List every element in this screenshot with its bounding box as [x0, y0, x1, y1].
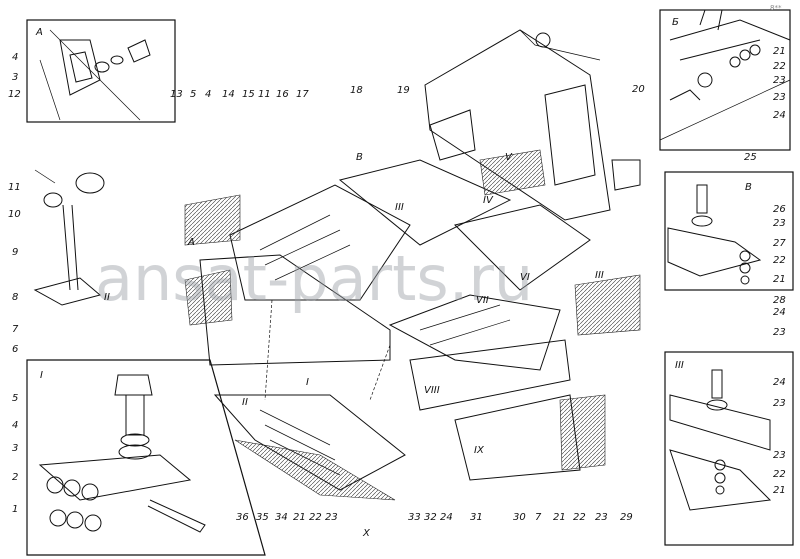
callout-24b: 24	[773, 307, 786, 318]
callout-23g: 23	[325, 512, 338, 523]
callout-1: 1	[12, 504, 18, 515]
marker-iii-right: III	[595, 270, 604, 281]
marker-viii: VIII	[424, 385, 440, 396]
cab-body	[424, 29, 641, 221]
callout-30: 30	[513, 512, 526, 523]
callout-15: 15	[242, 89, 255, 100]
callout-9: 9	[12, 247, 18, 258]
callout-22d: 22	[309, 512, 322, 523]
callout-33: 33	[408, 512, 421, 523]
callout-22c: 22	[773, 469, 786, 480]
callout-20: 20	[632, 84, 645, 95]
callout-6: 6	[12, 344, 18, 355]
callout-4: 4	[12, 52, 18, 63]
callout-19: 19	[397, 85, 410, 96]
inset-view-a: А	[26, 19, 176, 123]
callout-23d: 23	[773, 327, 786, 338]
callout-8: 8	[12, 292, 18, 303]
callout-26: 26	[773, 204, 786, 215]
callout-32: 32	[424, 512, 437, 523]
bottom-tray	[213, 394, 406, 501]
callout-18: 18	[350, 85, 363, 96]
inset-letter-b: Б	[672, 17, 679, 28]
callout-14: 14	[222, 89, 235, 100]
callout-23e: 23	[773, 398, 786, 409]
inset-view-i: I	[26, 359, 266, 556]
callout-11b: 11	[258, 89, 271, 100]
callout-21e: 21	[553, 512, 566, 523]
callout-22e: 22	[573, 512, 586, 523]
marker-vii: VII	[476, 295, 489, 306]
callout-24c: 24	[773, 377, 786, 388]
callout-5b: 5	[12, 393, 18, 404]
side-panels	[184, 149, 641, 471]
callout-4c: 4	[12, 420, 18, 431]
corner-stamp: 8**	[770, 4, 782, 12]
callout-17: 17	[296, 89, 309, 100]
callout-21b: 21	[773, 274, 786, 285]
callout-28: 28	[773, 295, 786, 306]
marker-vi: VI	[520, 272, 530, 283]
callout-5: 5	[190, 89, 196, 100]
marker-i: I	[306, 377, 309, 388]
inset-letter-iii: III	[675, 360, 684, 371]
marker-v: В	[356, 152, 363, 163]
callout-27: 27	[773, 238, 786, 249]
callout-23a: 23	[773, 75, 786, 86]
callout-21c: 21	[773, 485, 786, 496]
callout-3: 3	[12, 72, 18, 83]
marker-a: А	[187, 237, 195, 248]
hood-panels	[229, 159, 591, 371]
callout-23b: 23	[773, 92, 786, 103]
callout-23c: 23	[773, 218, 786, 229]
view-markers: А В II I II III III IV V VI VII VIII IX …	[104, 152, 604, 539]
callout-22b: 22	[773, 255, 786, 266]
callout-2: 2	[12, 472, 18, 483]
callout-4b: 4	[205, 89, 211, 100]
handle-screw-assembly	[33, 169, 105, 306]
callout-11: 11	[8, 182, 21, 193]
callout-labels: 4 3 12 13 11 10 9 8 7 6 5 4 14 15 11 16 …	[8, 46, 786, 523]
callout-24a: 24	[773, 110, 786, 121]
inset-view-v: В	[664, 171, 794, 291]
callout-29: 29	[620, 512, 633, 523]
inset-view-iii: III	[664, 351, 794, 546]
callout-25: 25	[744, 152, 757, 163]
callout-21a: 21	[773, 46, 786, 57]
marker-ii-left: II	[104, 292, 110, 303]
callout-34: 34	[275, 512, 288, 523]
callout-21d: 21	[293, 512, 306, 523]
callout-35: 35	[256, 512, 269, 523]
callout-13: 13	[170, 89, 183, 100]
marker-v-cab: V	[505, 152, 513, 163]
callout-7b: 7	[535, 512, 542, 523]
callout-7: 7	[12, 324, 19, 335]
callout-12: 12	[8, 89, 21, 100]
callout-23f: 23	[773, 450, 786, 461]
callout-3b: 3	[12, 443, 18, 454]
callout-16: 16	[276, 89, 289, 100]
marker-x: X	[362, 528, 371, 539]
callout-36: 36	[236, 512, 249, 523]
marker-ii: II	[242, 397, 248, 408]
chains	[264, 299, 391, 401]
callout-31: 31	[470, 512, 483, 523]
inset-letter-v: В	[745, 182, 752, 193]
inset-letter-a: А	[35, 27, 43, 38]
watermark-text: ansat-parts.ru	[95, 242, 533, 315]
marker-iv: IV	[483, 195, 494, 206]
inset-view-b: Б	[659, 9, 791, 151]
marker-ix: IX	[474, 445, 485, 456]
callout-10: 10	[8, 209, 21, 220]
callout-22a: 22	[773, 61, 786, 72]
callout-24d: 24	[440, 512, 453, 523]
inset-letter-i: I	[40, 370, 43, 381]
callout-23h: 23	[595, 512, 608, 523]
marker-iii: III	[395, 202, 404, 213]
